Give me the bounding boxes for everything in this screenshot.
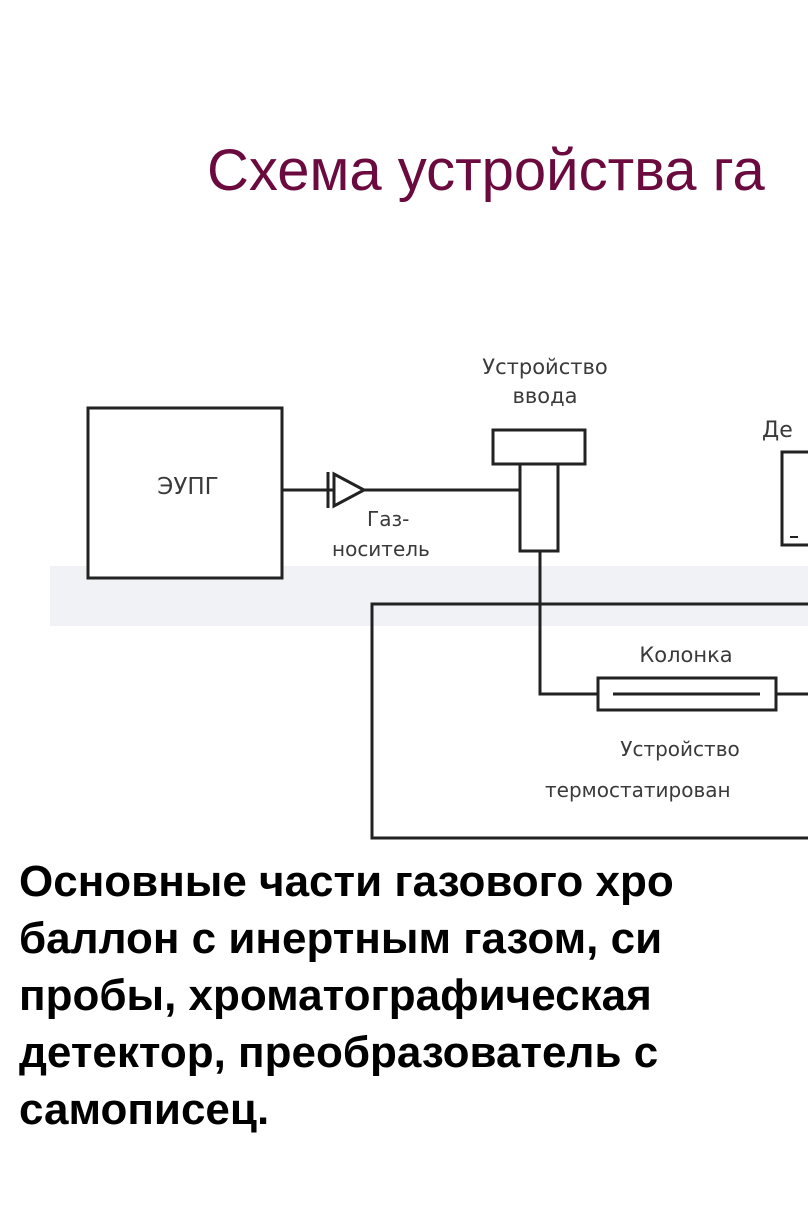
input-device-body bbox=[518, 462, 560, 553]
input-device-label-line2: ввода bbox=[513, 384, 578, 408]
apparatus-diagram: ЭУПГ Газ- носитель Устройство ввода Коло… bbox=[50, 355, 808, 840]
carrier-gas-label-line1: Газ- bbox=[367, 507, 409, 531]
input-device-cap bbox=[491, 428, 587, 466]
diagram-canvas: ЭУПГ Газ- носитель Устройство ввода Коло… bbox=[50, 355, 808, 840]
description-text: Основные части газового хро баллон с ине… bbox=[19, 853, 808, 1138]
description-line: пробы, хроматографическая bbox=[19, 971, 652, 1020]
carrier-gas-label-line2: носитель bbox=[332, 537, 430, 561]
flow-arrow-icon bbox=[332, 471, 368, 509]
description-line: Основные части газового хро bbox=[19, 857, 674, 906]
column-label: Колонка bbox=[639, 643, 732, 667]
thermostat-enclosure bbox=[370, 602, 808, 840]
eupg-label: ЭУПГ bbox=[157, 474, 218, 500]
description-line: самописец. bbox=[19, 1085, 270, 1134]
thermostat-label-line1: Устройство bbox=[620, 737, 739, 761]
eupg-box bbox=[86, 406, 284, 580]
slide-title: Схема устройства га bbox=[207, 138, 765, 203]
detector-box bbox=[780, 450, 808, 547]
description-line: детектор, преобразователь с bbox=[19, 1028, 659, 1077]
description-line: баллон с инертным газом, си bbox=[19, 914, 663, 963]
detector-label: Де bbox=[762, 418, 793, 443]
pipe-to-column bbox=[538, 551, 600, 696]
input-device-label-line1: Устройство bbox=[482, 355, 607, 379]
thermostat-label-line2: термостатирован bbox=[545, 778, 731, 802]
